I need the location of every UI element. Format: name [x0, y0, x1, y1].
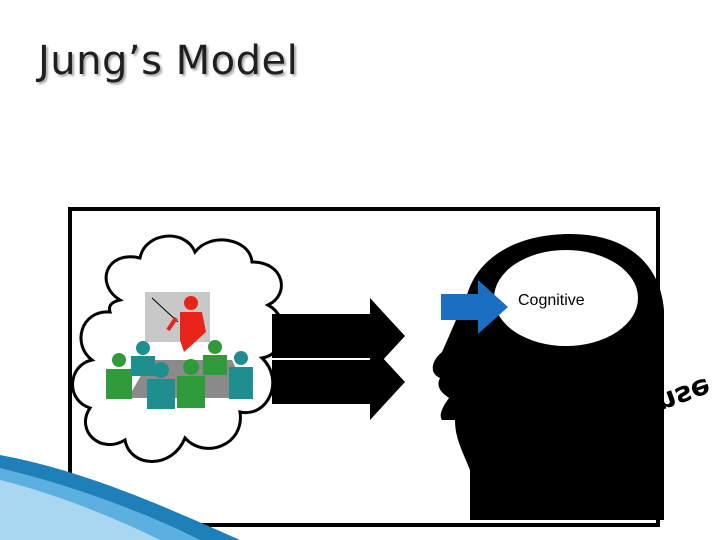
brain-area — [494, 250, 638, 346]
cognitive-label: Cognitive — [518, 292, 585, 309]
cloud-icon — [71, 234, 285, 463]
presenter-icon — [145, 292, 210, 352]
audience-icon — [106, 340, 253, 409]
decorative-wave — [0, 455, 240, 540]
slide-title: Jung’s Model — [38, 38, 299, 84]
arrow-right-icon — [272, 344, 405, 420]
arrow-right-icon — [441, 280, 508, 334]
